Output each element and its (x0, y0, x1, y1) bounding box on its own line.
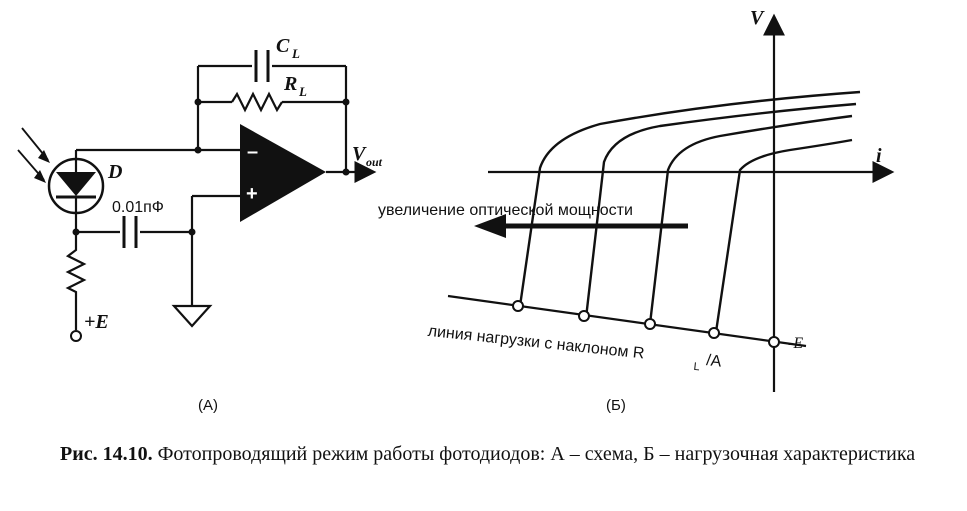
cap-value-label: 0.01пФ (112, 199, 164, 216)
increase-arrow-icon (474, 214, 688, 238)
load-line-tail: /A (705, 352, 722, 371)
resistor-bias-icon (65, 232, 87, 330)
iv-curve-1 (518, 90, 861, 307)
figure-caption: Рис. 14.10. Фотопроводящий режим работы … (60, 440, 960, 468)
load-characteristic-graph: V i -E увеличение оптической мощности ли… (378, 7, 895, 414)
svg-text:+: + (246, 183, 258, 205)
load-line (447, 294, 807, 348)
caption-text: Фотопроводящий режим работы фотодиодов: … (157, 443, 916, 465)
arrow-text: увеличение оптической мощности (378, 202, 633, 219)
res-rl-label: R (283, 73, 297, 95)
cap-cl-sub: L (291, 46, 300, 61)
svg-text:–: – (247, 141, 258, 163)
supply-label: +E (84, 311, 109, 333)
load-line-sub: L (693, 361, 700, 374)
neg-e-label: -E (788, 335, 803, 352)
panel-b-label: (Б) (606, 397, 626, 414)
capacitor-cl-icon (254, 50, 270, 82)
vout-sub: out (366, 155, 383, 169)
light-arrows-icon (17, 127, 50, 183)
caption-number: Рис. 14.10. (60, 443, 153, 465)
iv-curve-2 (584, 102, 857, 319)
resistor-rl-icon (231, 91, 283, 113)
iv-curve-4 (714, 138, 853, 333)
res-rl-sub: L (298, 84, 307, 99)
diode-label: D (107, 161, 122, 183)
vout-label: V (352, 143, 367, 165)
ground-icon (171, 304, 213, 328)
iv-curve-3 (648, 114, 853, 325)
v-axis-label: V (750, 7, 765, 29)
photodiode-icon (47, 150, 105, 232)
opamp-icon: – + (240, 124, 326, 222)
circuit-schematic: D C L R L – + V out (17, 35, 383, 414)
panel-a-label: (А) (198, 397, 218, 414)
cap-cl-label: C (276, 35, 290, 57)
i-axis-label: i (876, 145, 882, 167)
load-line-text: линия нагрузки с наклоном R (427, 323, 645, 363)
capacitor-001-icon (122, 216, 138, 248)
